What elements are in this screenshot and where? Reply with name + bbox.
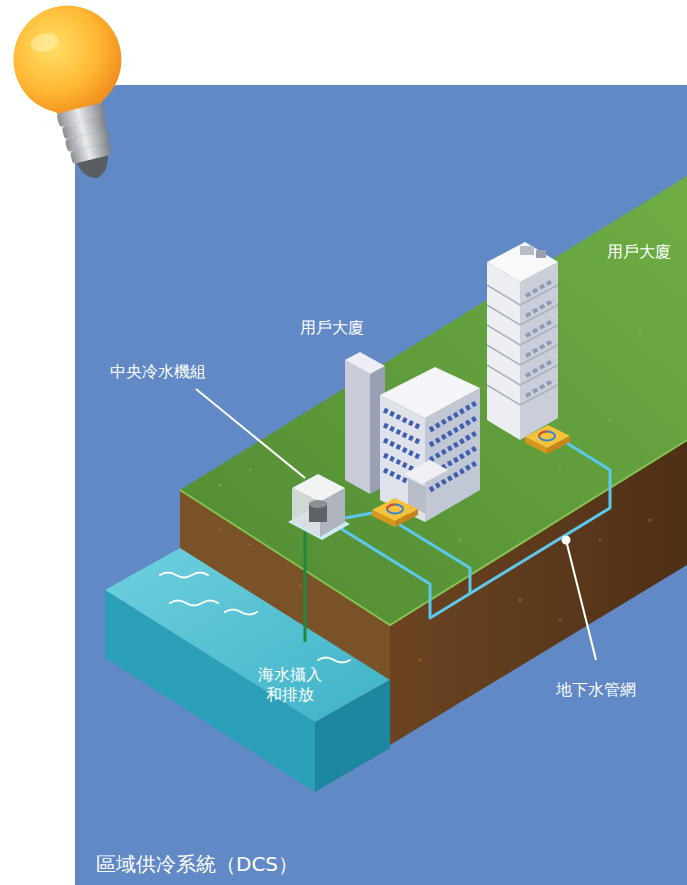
seawater-pipe [305,528,306,642]
user-building-middle-part-part [430,433,476,460]
lightbulb-icon-part [29,30,61,54]
lightbulb-icon-part [77,156,113,182]
heat-exchanger-pad-part [539,432,555,441]
chiller-plant-part [292,474,345,502]
user-building-middle-part-part [384,440,421,458]
user-building-middle [345,352,480,522]
ground-block-part-part [249,544,252,547]
chiller-plant-part [309,500,327,508]
user-building-right-part-part [526,340,554,356]
heat-exchanger-pad-part [387,505,403,514]
user-building-right-part-part [487,305,520,325]
leader-line [196,389,596,660]
user-building-right-part-part [487,285,520,305]
user-building-middle-part-part [384,425,421,443]
heat-exchanger-pad-part [539,432,547,437]
diagram-title: 區域供冷系統（DCS） [96,852,298,876]
ground-block-part-part [459,539,462,542]
sea-block-part-part [170,601,218,606]
user-building-right-part-part [487,385,520,405]
heat-exchanger-pad [372,498,418,527]
ground-block-part-part [649,519,652,522]
user-building-right-part-part [526,320,554,336]
building-label: 用戶大廈 [607,242,671,262]
leader-line-part [196,389,305,478]
seawater-pipe-part [304,528,307,642]
user-building-right-part-part [526,380,554,396]
sea-block-part-part [160,573,208,578]
user-building-middle-part [345,360,370,494]
ground-block-part-part [219,484,222,487]
heat-exchanger-pad-part [387,505,395,510]
lightbulb-icon [2,0,149,191]
user-building-right-part-part [526,280,554,296]
leader-line-part [566,540,596,660]
ground-block-part [219,329,642,542]
ground-block-part-part [599,539,602,542]
ground-block-part-part [609,419,612,422]
lightbulb-icon-part [2,0,133,125]
user-building-middle-part [384,403,476,490]
ground-block-part-part [249,469,251,471]
user-building-middle-part [380,367,480,418]
user-building-right-part [526,280,554,396]
user-building-right-part [487,262,520,440]
user-building-middle-part-part [430,418,476,445]
ground-block-part-part [559,619,561,621]
ground-block-part-part [639,329,642,332]
user-building-middle-part-part [384,410,421,428]
user-building-right-part-part [487,325,520,345]
sea-block-part [160,573,350,663]
ground-block-part-part [559,469,561,471]
chiller-plant [288,474,350,540]
underground-pipe-network-part [392,520,470,594]
pipe-network-label: 地下水管網 [556,680,636,700]
heat-exchanger-pad-part [395,509,418,527]
building-label: 用戶大廈 [300,318,364,338]
sea-block [105,548,390,792]
ground-block-part-part [299,584,302,587]
panel-background [75,85,687,885]
panel-background-part [75,85,687,885]
user-building-right-part-part [487,345,520,365]
user-building-right-part [520,246,534,255]
leader-line-part [563,537,570,544]
ground-block-part-part [419,659,422,662]
user-building-right-part [520,262,558,440]
heat-exchanger-pad-part [547,436,570,454]
sea-block-part [315,680,390,792]
chiller-label: 中央冷水機組 [110,362,206,382]
heat-exchanger-pad [525,425,570,454]
user-building-right-part-part [487,365,520,385]
ground-block-part [180,176,687,625]
ground-block-part-part [518,598,521,601]
user-building-right-part [487,242,558,282]
user-building-right-part-part [526,360,554,376]
user-building-middle-part [345,352,385,374]
user-building-right [487,242,558,440]
user-building-right-part [536,250,546,258]
user-building-middle-part-part [430,403,476,430]
user-building-right-part [487,285,558,405]
user-building-right-part-part [526,300,554,316]
sea-block-part-part [318,658,350,663]
ground-block-part-part [218,528,221,531]
sea-block-part-part [225,610,257,615]
seawater-label: 海水攝入 和排放 [250,665,330,705]
